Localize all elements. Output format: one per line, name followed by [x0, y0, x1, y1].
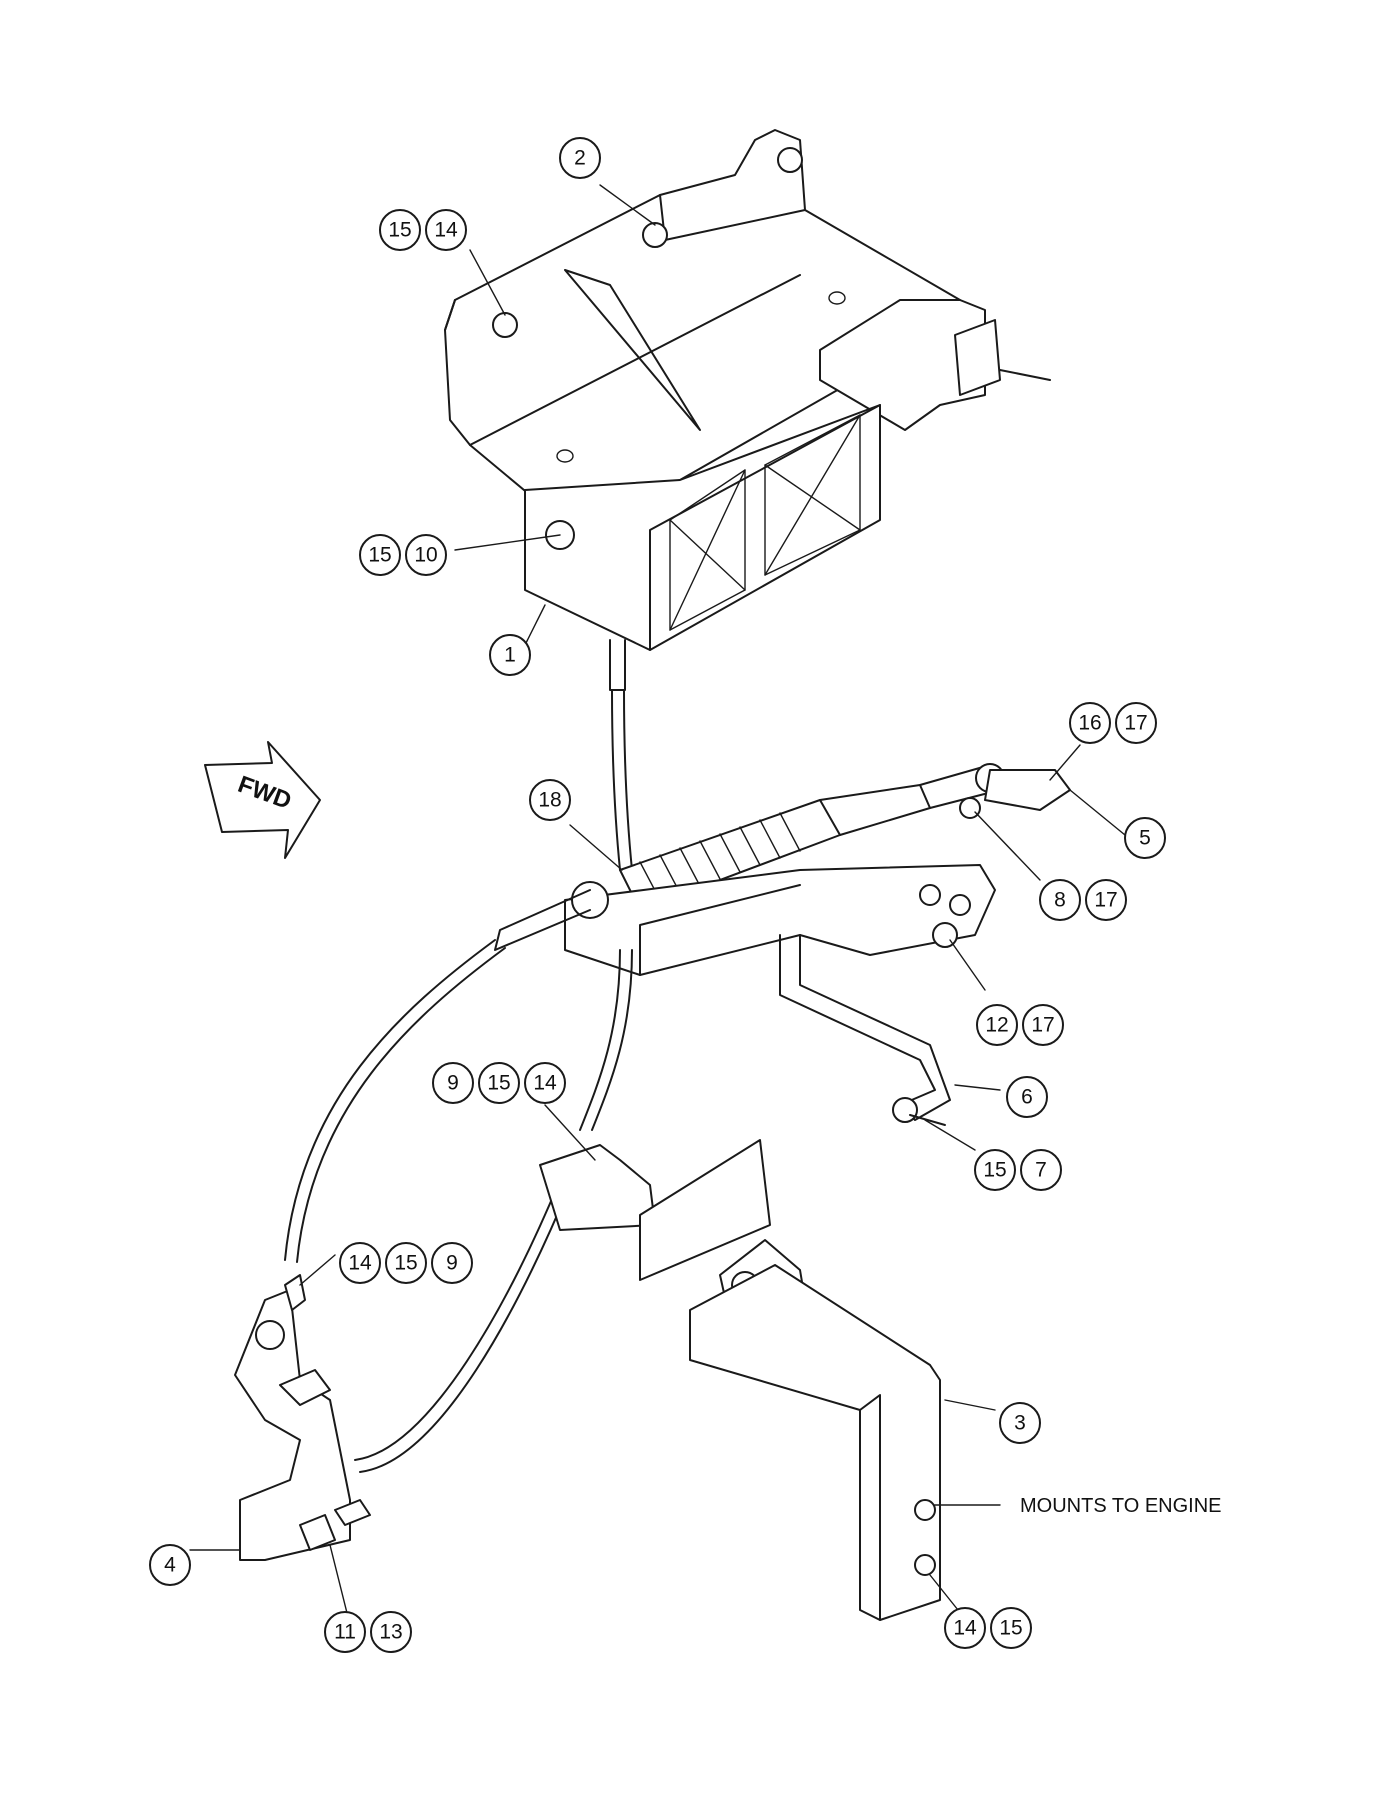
callout-1: 1 — [489, 634, 531, 676]
callout-14-15-bottom: 14 15 — [944, 1607, 1032, 1649]
callout-3: 3 — [999, 1402, 1041, 1444]
svg-text:15: 15 — [388, 219, 411, 242]
forward-arrow-icon: FWD — [204, 741, 321, 859]
svg-text:15: 15 — [999, 1617, 1022, 1640]
mounts-to-engine-note: MOUNTS TO ENGINE — [1020, 1495, 1222, 1517]
svg-text:13: 13 — [379, 1621, 402, 1644]
callout-9-15-14: 9 15 14 — [432, 1062, 566, 1104]
svg-text:16: 16 — [1078, 712, 1101, 735]
svg-text:10: 10 — [414, 544, 437, 567]
bracket-part-3 — [539, 1139, 941, 1621]
svg-text:7: 7 — [1035, 1159, 1047, 1182]
svg-text:14: 14 — [953, 1617, 977, 1640]
callout-5: 5 — [1124, 817, 1166, 859]
svg-text:9: 9 — [446, 1252, 458, 1275]
callout-11-13: 11 13 — [324, 1611, 412, 1653]
callout-12-17: 12 17 — [976, 1004, 1064, 1046]
svg-text:18: 18 — [538, 789, 561, 812]
callout-15-14-top: 15 14 — [379, 209, 467, 251]
callout-15-7: 15 7 — [974, 1149, 1062, 1191]
svg-text:8: 8 — [1054, 889, 1066, 912]
controller-part-1 — [524, 404, 881, 691]
svg-text:12: 12 — [985, 1014, 1008, 1037]
svg-text:15: 15 — [983, 1159, 1006, 1182]
bracket-part-4 — [234, 1274, 371, 1561]
bracket-part-2 — [444, 129, 1051, 521]
callout-8-17: 8 17 — [1039, 879, 1127, 921]
svg-text:1: 1 — [504, 644, 516, 667]
bracket-part-6 — [494, 864, 996, 1126]
svg-text:14: 14 — [348, 1252, 372, 1275]
svg-text:4: 4 — [164, 1554, 176, 1577]
svg-text:17: 17 — [1124, 712, 1147, 735]
callout-15-10: 15 10 — [359, 534, 447, 576]
svg-text:14: 14 — [533, 1072, 557, 1095]
callout-4: 4 — [149, 1544, 191, 1586]
svg-text:2: 2 — [574, 147, 586, 170]
callout-14-15-9: 14 15 9 — [339, 1242, 473, 1284]
callout-18: 18 — [529, 779, 571, 821]
callout-16-17: 16 17 — [1069, 702, 1157, 744]
svg-text:15: 15 — [487, 1072, 510, 1095]
leader-lines — [189, 184, 1126, 1626]
svg-text:17: 17 — [1094, 889, 1117, 912]
callout-2: 2 — [559, 137, 601, 179]
svg-text:15: 15 — [394, 1252, 417, 1275]
svg-text:15: 15 — [368, 544, 391, 567]
svg-text:5: 5 — [1139, 827, 1151, 850]
svg-text:14: 14 — [434, 219, 458, 242]
svg-text:6: 6 — [1021, 1086, 1033, 1109]
cable-loop — [284, 939, 633, 1473]
svg-text:3: 3 — [1014, 1412, 1026, 1435]
svg-text:9: 9 — [447, 1072, 459, 1095]
svg-text:11: 11 — [334, 1621, 356, 1644]
svg-text:17: 17 — [1031, 1014, 1054, 1037]
callout-6: 6 — [1006, 1076, 1048, 1118]
